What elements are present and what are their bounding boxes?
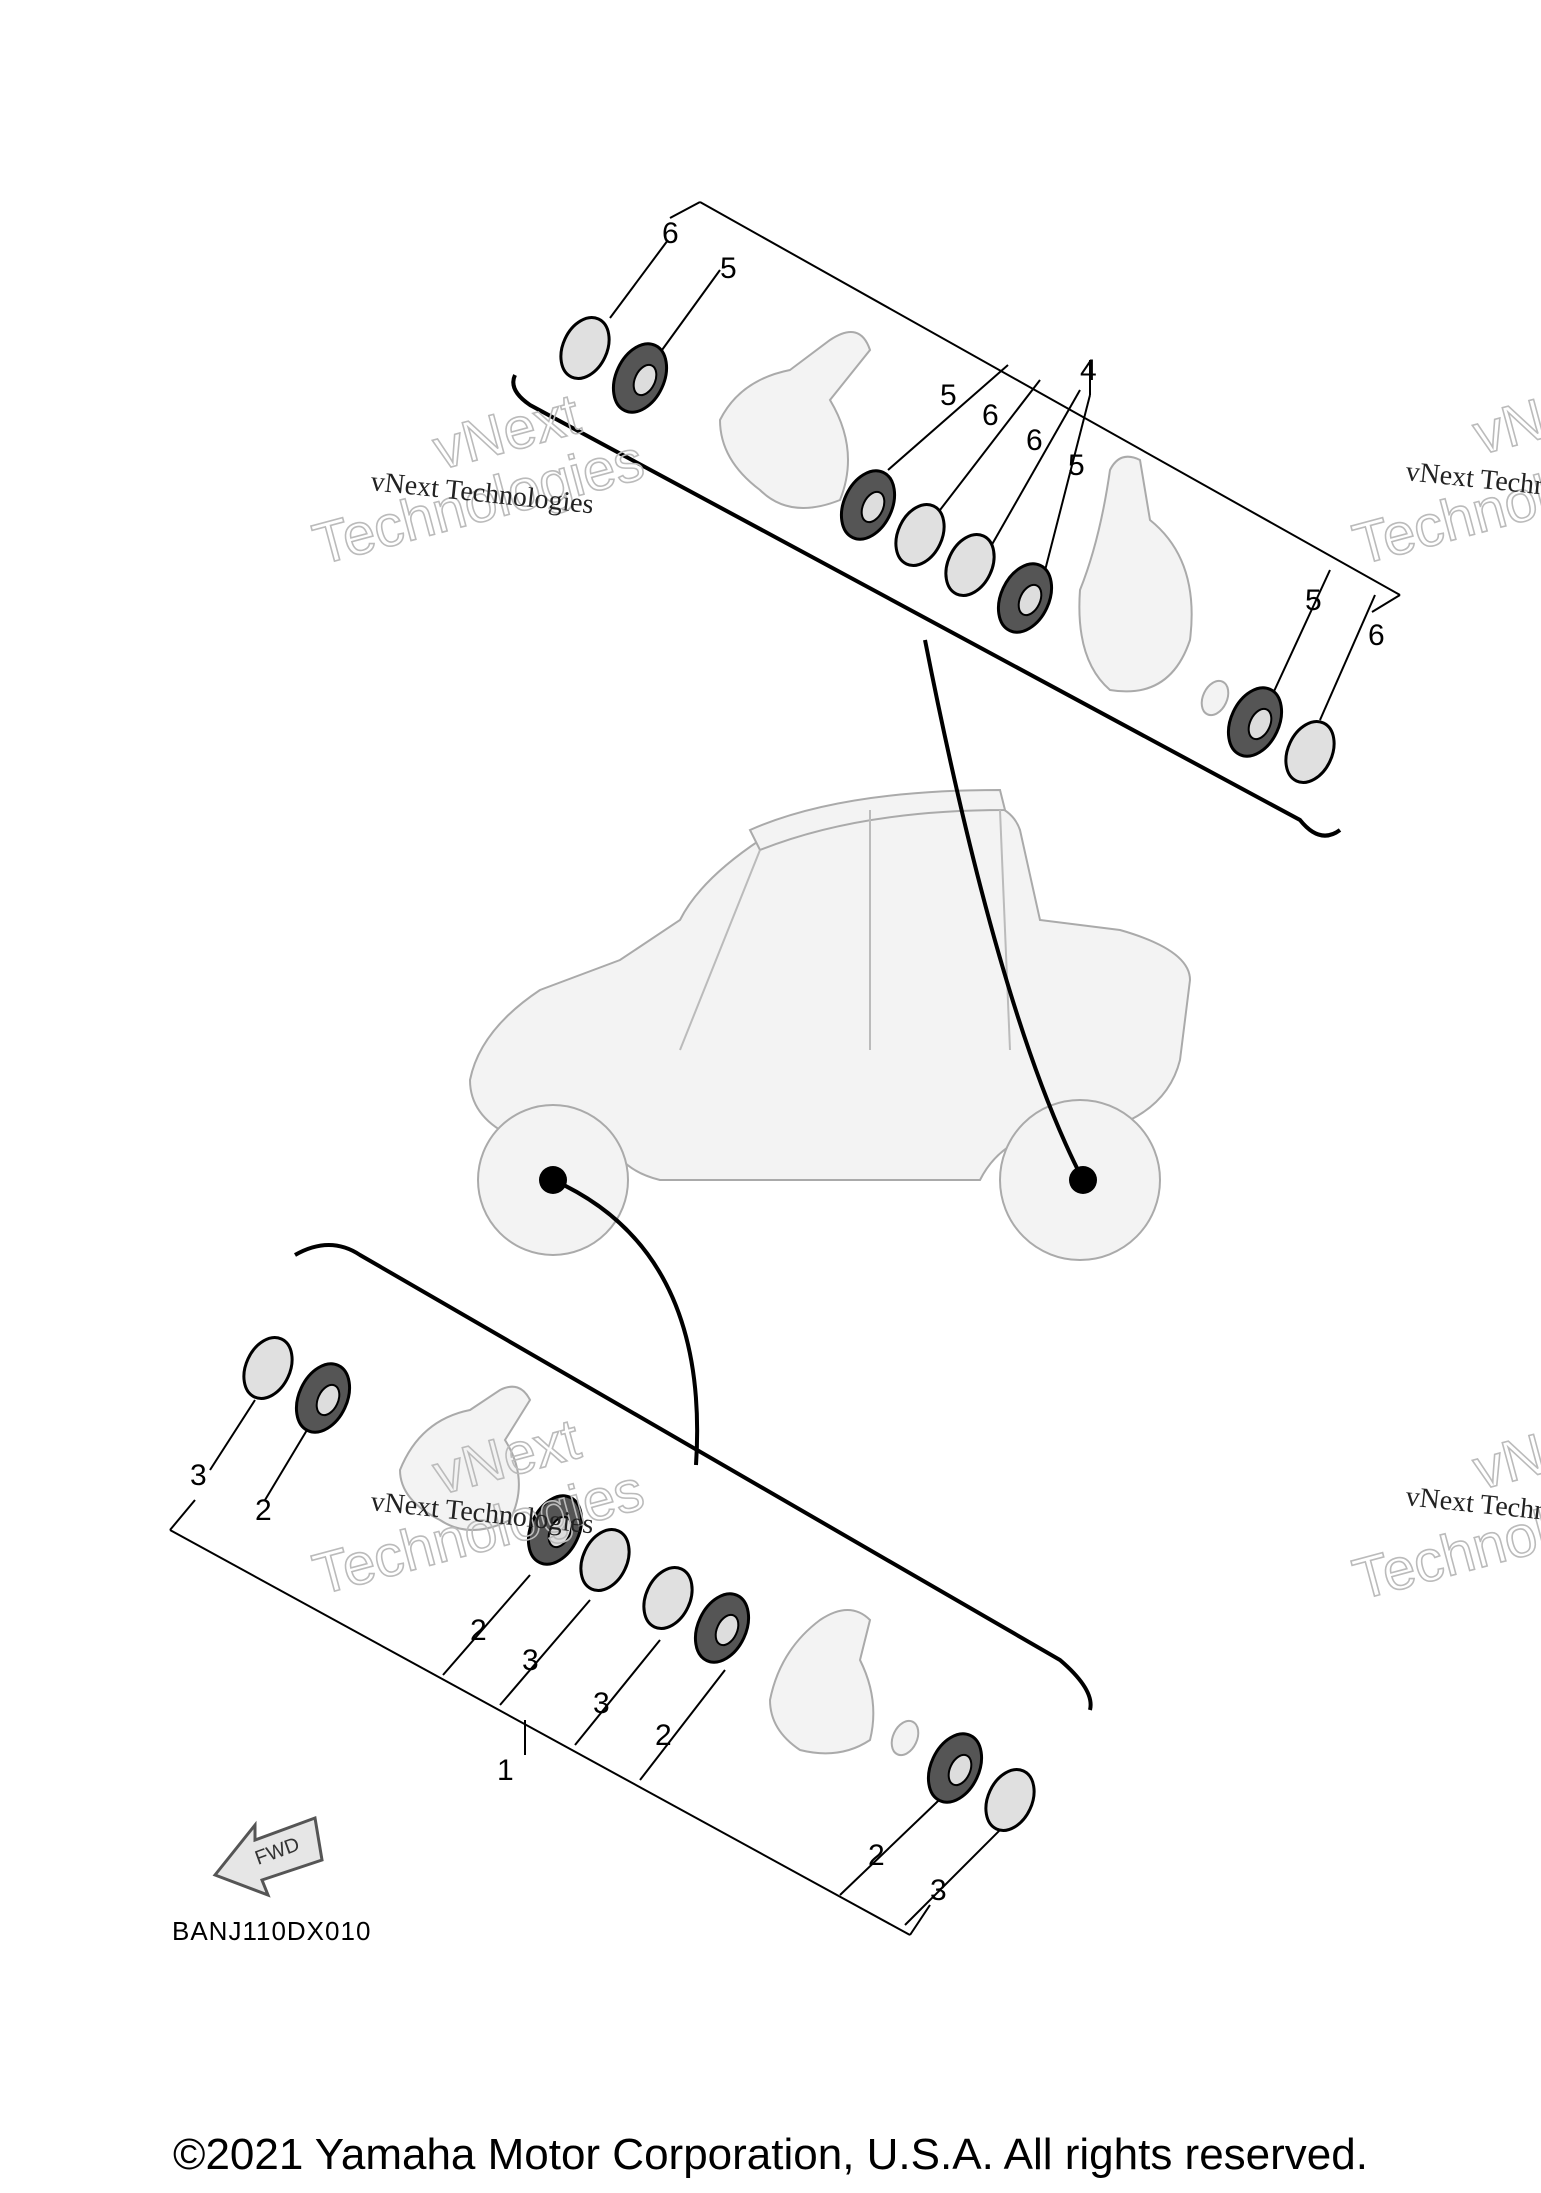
- callout-3: 3: [522, 1644, 539, 1677]
- lower-bracket-curve: [294, 1243, 1093, 1711]
- callout-3: 3: [593, 1687, 610, 1720]
- callout-5: 5: [1305, 584, 1322, 617]
- vehicle-roof: [748, 788, 1007, 852]
- callout-3: 3: [930, 1874, 947, 1907]
- callout-5: 5: [940, 379, 957, 412]
- oil-seal-part-6: [944, 533, 996, 597]
- oil-seal-part-3: [984, 1768, 1036, 1832]
- upper-bracket-line: [699, 201, 1401, 596]
- callout-5: 5: [1068, 449, 1085, 482]
- front-connector-line: [552, 1178, 700, 1466]
- callout-6: 6: [1368, 619, 1385, 652]
- callout-4: 4: [1080, 354, 1097, 387]
- watermark-big-line1: vNext: [1467, 1401, 1541, 1502]
- callout-2: 2: [255, 1494, 272, 1527]
- callout-6: 6: [1026, 424, 1043, 457]
- steering-knuckle-left: [718, 331, 872, 509]
- steering-knuckle-left: [398, 1385, 532, 1531]
- watermark-bottom-right: vNext Technologies vNext Technologies: [1346, 1401, 1541, 1614]
- forward-arrow-icon: FWD: [212, 1815, 324, 1898]
- callout-3: 3: [190, 1459, 207, 1492]
- upper-bracket-curve: [511, 374, 1342, 838]
- callout-2: 2: [868, 1839, 885, 1872]
- rear-connector-line: [923, 639, 1085, 1181]
- copyright-footer: ©2021 Yamaha Motor Corporation, U.S.A. A…: [173, 2130, 1368, 2179]
- lower-bracket-line: [169, 1529, 911, 1936]
- oil-seal-part-6: [559, 316, 611, 380]
- callout-5: 5: [720, 252, 737, 285]
- upper-assembly: 6 5 4 5 6 6 5 5 6: [511, 201, 1401, 838]
- leader-6-top: [609, 239, 669, 319]
- callout-2: 2: [655, 1719, 672, 1752]
- vehicle-illustration: [468, 639, 1192, 1466]
- oil-seal-part-3: [579, 1528, 631, 1592]
- steering-knuckle-right: [768, 1609, 875, 1755]
- oil-seal-part-6: [894, 503, 946, 567]
- lower-assembly: 3 2 2 3 3 2 1 2 3: [169, 1243, 1093, 1936]
- oil-seal-part-3: [642, 1566, 694, 1630]
- watermark-top-right: vNext Technologies vNext Technologies: [1346, 366, 1541, 579]
- callout-1: 1: [497, 1754, 514, 1787]
- watermark-big-line1: vNext: [1467, 366, 1541, 467]
- callout-2: 2: [470, 1614, 487, 1647]
- callout-6: 6: [662, 217, 679, 250]
- steering-knuckle-right: [1078, 455, 1193, 693]
- watermark-top-left: vNext Technologies vNext Technologies: [306, 381, 651, 579]
- diagram-code: BANJ110DX010: [172, 1916, 371, 1946]
- oil-seal-part-6: [1284, 720, 1336, 784]
- callout-6: 6: [982, 399, 999, 432]
- oil-seal-part-3: [242, 1336, 294, 1400]
